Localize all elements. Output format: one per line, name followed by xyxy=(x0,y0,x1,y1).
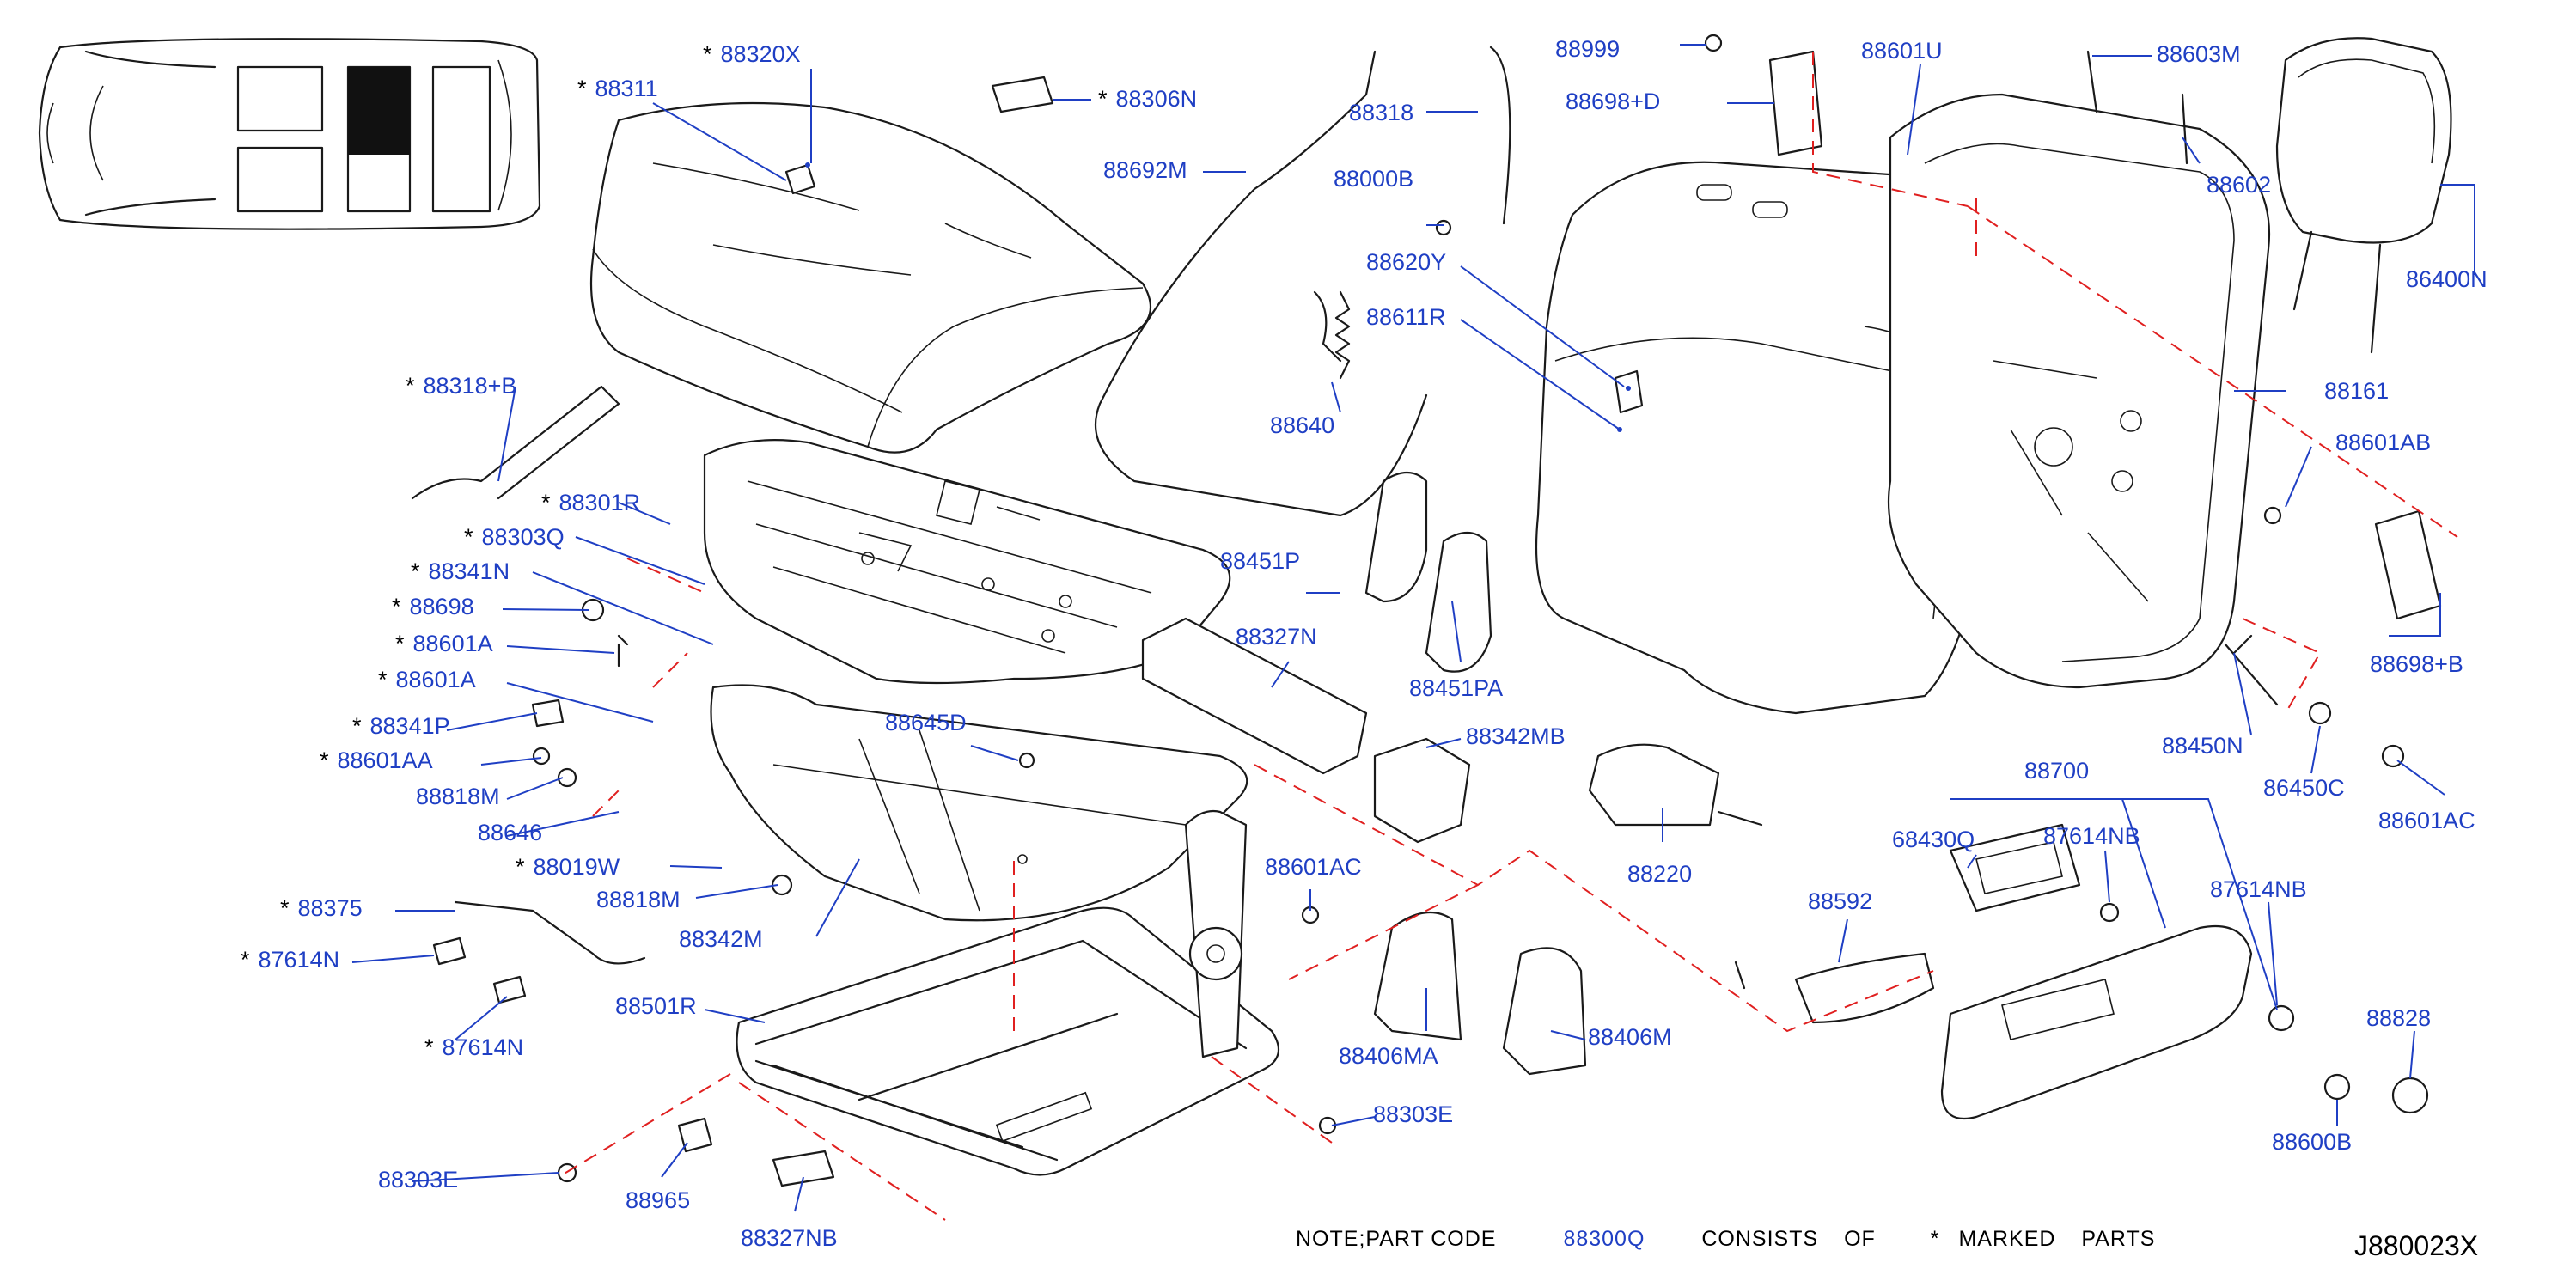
part-label-88341P[interactable]: *88341P xyxy=(352,713,450,739)
star-marker: * xyxy=(703,41,712,67)
part-label-88341N[interactable]: *88341N xyxy=(411,558,510,584)
part-label-88451P[interactable]: 88451P xyxy=(1220,548,1301,574)
part-label-88700[interactable]: 88700 xyxy=(2024,758,2090,784)
part-label-87614NB-1[interactable]: 87614NB xyxy=(2043,823,2140,849)
part-label-88999[interactable]: 88999 xyxy=(1555,36,1621,62)
part-label-88602[interactable]: 88602 xyxy=(2207,172,2272,198)
star-marker: * xyxy=(352,713,362,739)
seat-cushion-pad xyxy=(589,101,1152,454)
seat-track-frame xyxy=(736,809,1280,1176)
part-label-88965[interactable]: 88965 xyxy=(626,1187,691,1213)
part-label-88620Y[interactable]: 88620Y xyxy=(1366,249,1447,275)
part-label-88342M[interactable]: 88342M xyxy=(679,926,763,952)
part-label-88451PA[interactable]: 88451PA xyxy=(1409,675,1504,701)
part-label-88019W[interactable]: *88019W xyxy=(516,854,620,880)
star-marker: * xyxy=(378,667,388,692)
star-marker: * xyxy=(1098,86,1108,112)
part-label-87614N-1[interactable]: *87614N xyxy=(241,947,340,973)
seat-frame-covers xyxy=(1141,617,1935,1076)
part-label-88645D[interactable]: 88645D xyxy=(885,710,967,735)
diagram-id: J880023X xyxy=(2354,1230,2479,1261)
part-label-88375[interactable]: *88375 xyxy=(280,895,363,921)
seat-back-frame xyxy=(1887,93,2271,689)
part-label-86400N[interactable]: 86400N xyxy=(2406,266,2487,292)
armrest-assembly xyxy=(1940,823,2253,1120)
part-label-88318[interactable]: 88318 xyxy=(1349,100,1414,125)
star-marker: * xyxy=(320,747,329,773)
part-label-88220[interactable]: 88220 xyxy=(1627,861,1693,887)
star-marker: * xyxy=(280,895,290,921)
part-label-88320X[interactable]: *88320X xyxy=(703,41,801,67)
part-label-88406M[interactable]: 88406M xyxy=(1588,1024,1672,1050)
part-label-88306N[interactable]: *88306N xyxy=(1098,86,1198,112)
part-label-88601AA[interactable]: *88601AA xyxy=(320,747,433,773)
part-label-88601AB[interactable]: 88601AB xyxy=(2335,430,2432,455)
star-marker: * xyxy=(395,631,405,656)
part-label-86450C[interactable]: 86450C xyxy=(2263,775,2345,801)
part-label-68430Q[interactable]: 68430Q xyxy=(1892,827,1975,852)
star-marker: * xyxy=(577,76,587,101)
star-marker: * xyxy=(464,524,473,550)
part-label-88601A-2[interactable]: *88601A xyxy=(378,667,476,692)
note-suffix: MARKED PARTS xyxy=(1958,1227,2156,1251)
alignment-dashes xyxy=(558,52,2458,1221)
part-label-88828[interactable]: 88828 xyxy=(2366,1005,2432,1031)
part-label-88698[interactable]: *88698 xyxy=(392,594,474,619)
part-label-88698-d[interactable]: 88698+D xyxy=(1566,88,1661,114)
fasteners xyxy=(432,34,2442,1187)
part-label-88303Q[interactable]: *88303Q xyxy=(464,524,565,550)
part-label-88601AC[interactable]: 88601AC xyxy=(2378,808,2475,833)
part-label-88303E-1[interactable]: 88303E xyxy=(378,1167,459,1193)
part-label-88592[interactable]: 88592 xyxy=(1808,888,1873,914)
part-label-88692M[interactable]: 88692M xyxy=(1103,157,1187,183)
note-middle: CONSISTS OF xyxy=(1701,1227,1876,1251)
note-prefix: NOTE;PART CODE xyxy=(1296,1227,1497,1251)
part-label-88601A-1[interactable]: *88601A xyxy=(395,631,493,656)
part-label-88646[interactable]: 88646 xyxy=(478,820,543,845)
leader-lines xyxy=(351,44,2475,1212)
star-marker: * xyxy=(392,594,401,619)
note-line: NOTE;PART CODE 88300Q CONSISTS OF * MARK… xyxy=(1296,1227,2155,1252)
note-star: * xyxy=(1930,1227,1940,1251)
vehicle-key-icon xyxy=(38,38,541,230)
part-label-88601AC-2[interactable]: 88601AC xyxy=(1265,854,1362,880)
cables-and-wires xyxy=(411,46,1511,965)
seat-side-trim xyxy=(1364,471,1492,673)
part-label-88406MA[interactable]: 88406MA xyxy=(1339,1043,1438,1069)
part-label-87614NB-2[interactable]: 87614NB xyxy=(2210,876,2307,902)
part-label-88301R[interactable]: *88301R xyxy=(541,490,641,515)
part-label-87614N-2[interactable]: *87614N xyxy=(424,1034,524,1060)
part-label-88640[interactable]: 88640 xyxy=(1270,412,1335,438)
star-marker: * xyxy=(241,947,250,973)
seat-cushion-frame xyxy=(703,439,1231,685)
part-label-88818M-2[interactable]: 88818M xyxy=(596,887,681,912)
star-marker: * xyxy=(406,373,415,399)
part-label-88611R[interactable]: 88611R xyxy=(1366,304,1446,330)
part-label-88327N[interactable]: 88327N xyxy=(1236,624,1317,650)
part-label-88601U[interactable]: 88601U xyxy=(1861,38,1943,64)
part-label-88600B[interactable]: 88600B xyxy=(2272,1129,2353,1155)
part-label-88342MB[interactable]: 88342MB xyxy=(1466,723,1566,749)
part-label-88450N[interactable]: 88450N xyxy=(2162,733,2243,759)
star-marker: * xyxy=(541,490,551,515)
part-label-88303E-2[interactable]: 88303E xyxy=(1373,1101,1454,1127)
note-code[interactable]: 88300Q xyxy=(1563,1227,1645,1251)
star-marker: * xyxy=(411,558,420,584)
headrest xyxy=(2275,37,2452,354)
part-label-88603M[interactable]: 88603M xyxy=(2157,41,2241,67)
star-marker: * xyxy=(516,854,525,880)
part-label-88327NB[interactable]: 88327NB xyxy=(741,1225,838,1251)
part-label-88501R[interactable]: 88501R xyxy=(615,993,697,1019)
seat-lower-pan xyxy=(710,684,1248,922)
part-label-88318-b[interactable]: *88318+B xyxy=(406,373,517,399)
part-label-88000B[interactable]: 88000B xyxy=(1334,166,1414,192)
part-label-88161[interactable]: 88161 xyxy=(2324,378,2390,404)
part-label-88698-b[interactable]: 88698+B xyxy=(2370,651,2463,677)
star-marker: * xyxy=(424,1034,434,1060)
part-label-88311[interactable]: *88311 xyxy=(577,76,658,101)
part-label-88818M-1[interactable]: 88818M xyxy=(416,784,500,809)
